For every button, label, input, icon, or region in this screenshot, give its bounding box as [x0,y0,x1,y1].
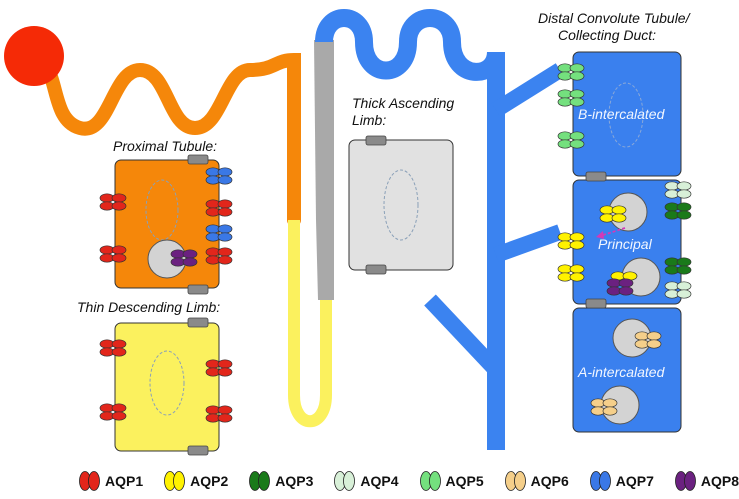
collecting-duct-branch-top [491,63,565,117]
b-intercalated-cell [572,51,682,177]
legend-label: AQP6 [530,473,569,489]
aqp7-icon [589,471,611,491]
aqp5-icon [419,471,441,491]
thick-junction-top [365,135,387,146]
aqp2-icon [164,471,186,491]
b-intercalated-nucleus [608,82,644,148]
collecting-junction-2 [585,298,607,309]
aqp3-icon [249,471,271,491]
legend-label: AQP1 [105,473,144,489]
proximal-tubule-path [31,51,301,227]
a-intercalated-label: A-intercalated [578,364,665,380]
legend-label: AQP3 [275,473,314,489]
legend-item-aqp6: AQP6 [504,470,569,492]
distal-tubule-label-line1: Distal Convolute Tubule/ [538,10,690,26]
distal-tubule-path [315,9,505,450]
thin-descending-nucleus [149,350,185,416]
thick-junction-bottom [365,264,387,275]
thick-ascending-limb-label-line2: Limb: [352,112,387,128]
aqp4-icon [334,471,356,491]
proximal-nucleus [145,179,179,241]
legend-label: AQP8 [700,473,739,489]
legend-label: AQP5 [445,473,484,489]
collecting-duct-branch-bottom [424,294,502,376]
collecting-junction-1 [585,171,607,182]
proximal-junction-bottom [187,284,209,295]
thick-ascending-limb-label-line1: Thick Ascending [352,95,455,111]
legend-item-aqp8: AQP8 [674,470,739,492]
collecting-duct-branch-mid [493,224,563,263]
thick-ascending-nucleus [383,169,419,241]
legend-item-aqp4: AQP4 [333,470,399,492]
thin-junction-bottom [187,445,209,456]
aqp1-icon [79,471,100,491]
thin-junction-top [187,317,209,328]
glomerulus [4,26,64,86]
thin-descending-limb-label: Thin Descending Limb: [77,299,221,315]
distal-tubule-label-line2: Collecting Duct: [558,27,657,43]
thick-ascending-cell [348,139,454,271]
legend-item-aqp1: AQP1 [78,470,143,492]
legend-item-aqp7: AQP7 [589,470,654,492]
thick-ascending-limb-path [314,40,334,300]
legend-label: AQP4 [360,473,399,489]
b-intercalated-label: B-intercalated [578,106,665,122]
proximal-tubule-label: Proximal Tubule: [113,138,218,154]
thin-descending-limb-path [288,220,332,428]
principal-arrow-head [596,231,604,239]
aqp6-icon [504,471,526,491]
legend-item-aqp5: AQP5 [419,470,484,492]
proximal-junction-top [187,154,209,165]
thin-descending-cell [114,322,220,452]
principal-label: Principal [598,236,652,252]
legend-item-aqp3: AQP3 [248,470,313,492]
legend-label: AQP7 [615,473,654,489]
aqp8-icon [674,471,696,491]
principal-trafficking-arrow [599,227,626,237]
aquaporin-legend: AQP1 AQP2 AQP3 AQP4 AQP5 AQP6 AQP7 AQP8 [78,470,739,492]
nephron-diagram [4,9,692,456]
legend-item-aqp2: AQP2 [163,470,228,492]
legend-label: AQP2 [190,473,229,489]
